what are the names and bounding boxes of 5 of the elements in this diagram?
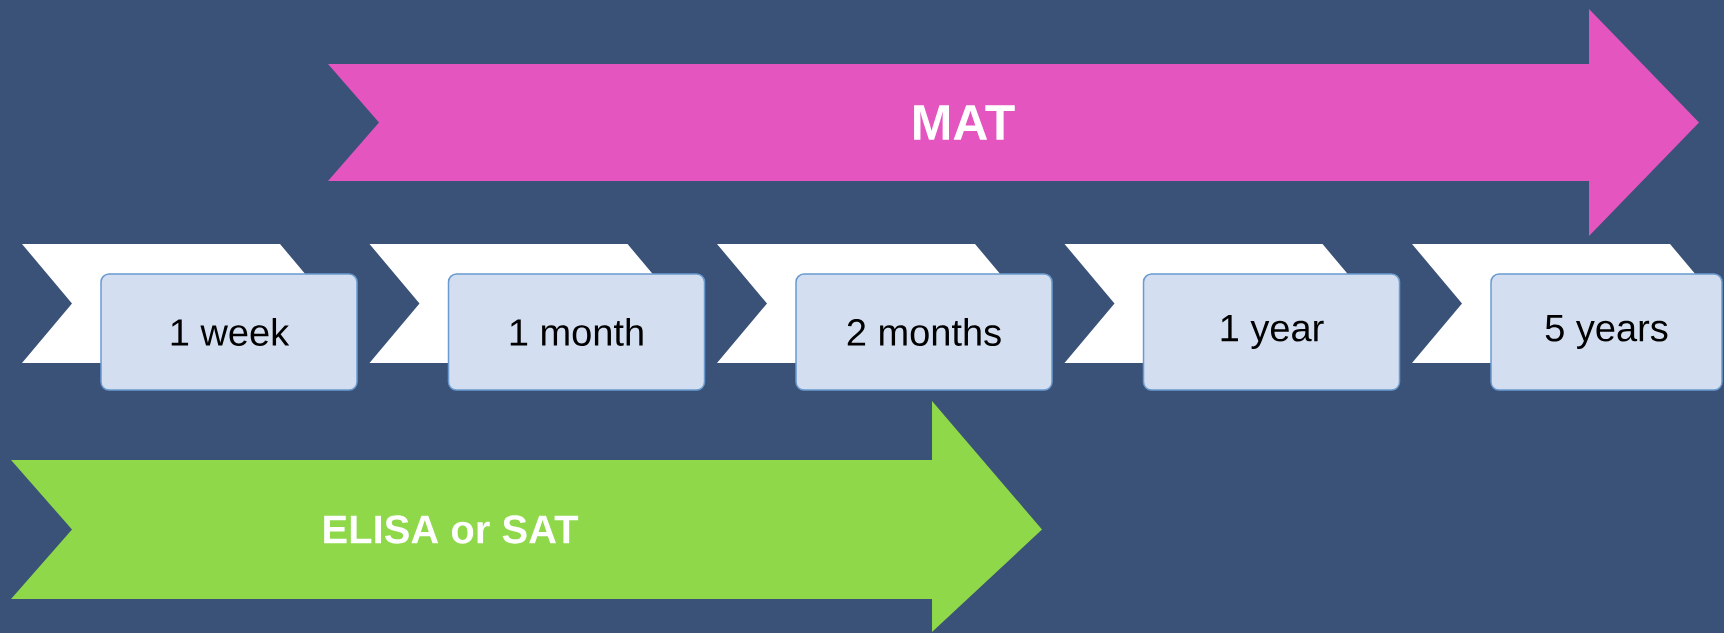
time-box: 5 years bbox=[1412, 244, 1723, 391]
time-box: 2 months bbox=[717, 244, 1053, 391]
time-box: 1 week bbox=[22, 244, 358, 391]
time-box: 1 month bbox=[369, 244, 706, 391]
time-box: 1 year bbox=[1064, 244, 1401, 391]
